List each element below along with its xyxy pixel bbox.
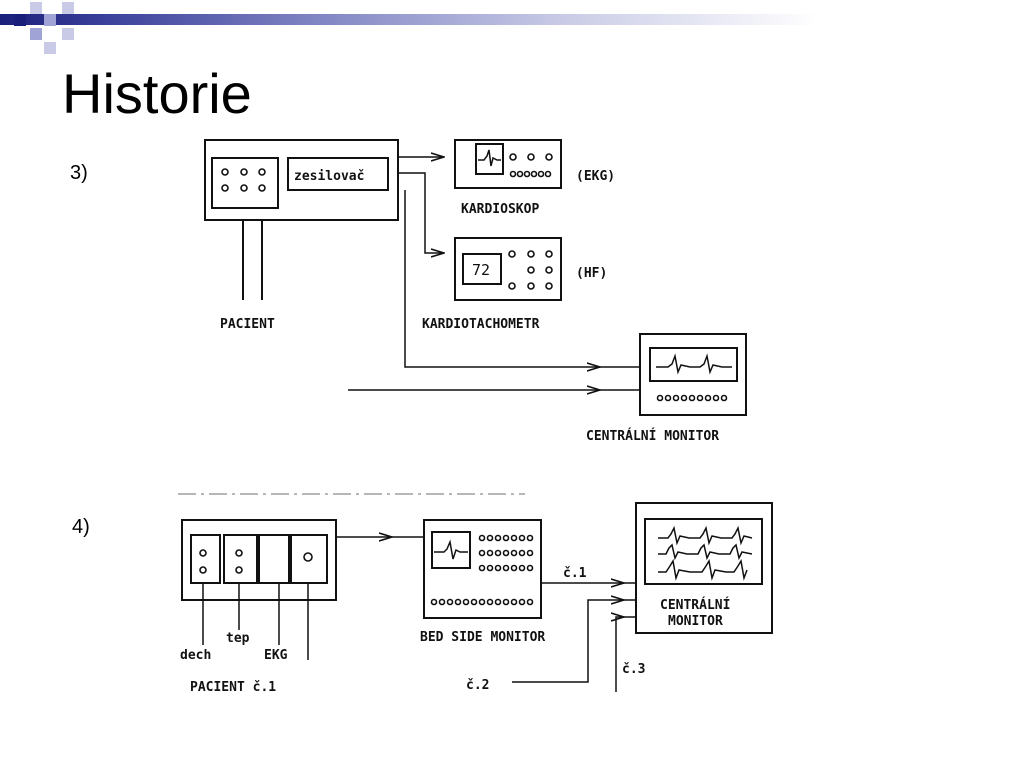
pulse-label: tep <box>226 631 250 646</box>
hf-tag: (HF) <box>576 266 607 281</box>
patient-label: PACIENT <box>220 317 275 332</box>
amplifier-box <box>287 157 389 191</box>
cardiotachometer-box <box>454 237 562 301</box>
item-4-number: 4) <box>72 516 90 538</box>
diagram-3: zesilovač PACIENT (EKG) KARDIOSKOP 72 <box>204 139 747 444</box>
channel-1-label: č.1 <box>563 566 587 581</box>
ekg-label: EKG <box>264 648 288 663</box>
diagram-4: dech tep EKG PACIENT č.1 BED SIDE MONITO… <box>178 493 773 695</box>
central-monitor-screen <box>649 347 738 382</box>
channel-3-label: č.3 <box>622 662 645 677</box>
cardioscope-screen <box>475 143 504 175</box>
cardioscope-label: KARDIOSKOP <box>461 202 539 217</box>
central-monitor-4-box <box>635 502 773 634</box>
central-monitor-4-label-2: MONITOR <box>668 614 723 629</box>
tachometer-dots <box>508 250 553 290</box>
patient-1-label: PACIENT č.1 <box>190 680 276 695</box>
bedside-monitor-dots <box>430 534 534 606</box>
slide-title: Historie <box>62 62 252 125</box>
sensor-panel <box>211 157 279 209</box>
cardioscope-dots <box>509 153 553 178</box>
slide-logo <box>0 0 80 60</box>
heart-rate-display <box>462 253 502 285</box>
bedside-monitor-screen <box>431 531 471 569</box>
amplifier-label: zesilovač <box>294 169 364 184</box>
channel-2-label: č.2 <box>466 678 489 693</box>
ekg-tag: (EKG) <box>576 169 615 184</box>
bedside-monitor-label: BED SIDE MONITOR <box>420 630 545 645</box>
central-monitor-label: CENTRÁLNÍ MONITOR <box>586 428 719 444</box>
bedside-unit-box <box>204 139 399 221</box>
item-3-number: 3) <box>70 162 88 184</box>
cardioscope-box <box>454 139 562 189</box>
cardiotachometer-label: KARDIOTACHOMETR <box>422 317 540 332</box>
bedside-monitor-box <box>423 519 542 619</box>
heart-rate-value: 72 <box>472 261 490 279</box>
patient-unit-box <box>181 519 337 601</box>
central-monitor-4-screen <box>644 518 763 585</box>
central-monitor-dots <box>656 394 728 402</box>
central-monitor-4-label-1: CENTRÁLNÍ <box>660 597 730 613</box>
header-gradient-bar <box>0 14 1024 25</box>
central-monitor-box <box>639 333 747 416</box>
breath-label: dech <box>180 648 211 663</box>
sensor-dots <box>221 168 266 192</box>
